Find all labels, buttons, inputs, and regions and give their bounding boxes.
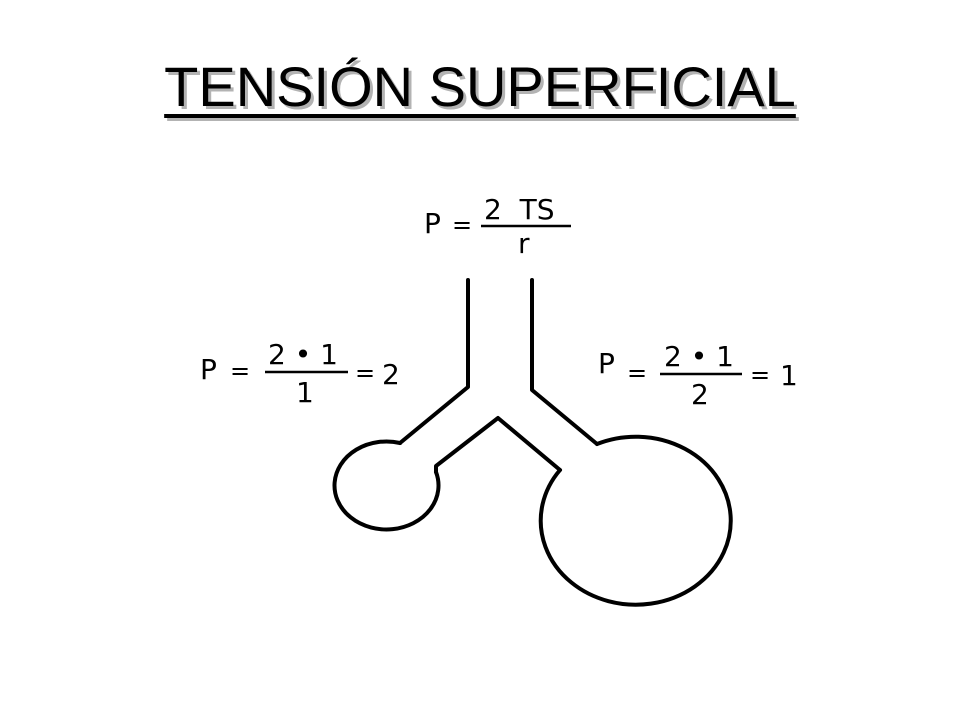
large-alveolus <box>538 434 733 607</box>
airway-left-outer-wall <box>398 278 470 445</box>
formula-top-equals: = <box>452 211 472 239</box>
formula-right-result-equals: = <box>750 361 770 389</box>
formula-left-result: 2 <box>382 358 400 391</box>
title-text: TENSIÓN SUPERFICIAL <box>164 55 796 118</box>
formula-right-denominator: 2 <box>691 378 709 411</box>
formula-right-lhs: P <box>598 347 615 380</box>
small-alveolus <box>332 439 441 532</box>
formula-top-lhs: P <box>424 207 441 240</box>
formula-right-equals: = <box>627 359 647 387</box>
airway-outline <box>332 278 733 607</box>
airway-right-outer-wall <box>530 278 599 446</box>
formula-top-denominator: r <box>518 227 530 260</box>
formula-top: P = 2 TS r <box>424 193 571 260</box>
formula-left-result-equals: = <box>355 359 375 387</box>
formula-left-numerator: 2 • 1 <box>268 338 338 371</box>
page-title: TENSIÓN SUPERFICIAL <box>0 52 960 122</box>
airway-inner-wall <box>434 416 562 474</box>
formula-top-numerator: 2 TS <box>484 193 555 226</box>
formula-left-denominator: 1 <box>296 376 314 409</box>
formula-right-numerator: 2 • 1 <box>664 340 734 373</box>
formula-left: P = 2 • 1 1 = 2 <box>200 338 400 409</box>
formula-right-result: 1 <box>780 359 798 392</box>
formula-left-lhs: P <box>200 353 217 386</box>
formula-left-equals: = <box>230 357 250 385</box>
formula-right: P = 2 • 1 2 = 1 <box>598 340 798 411</box>
